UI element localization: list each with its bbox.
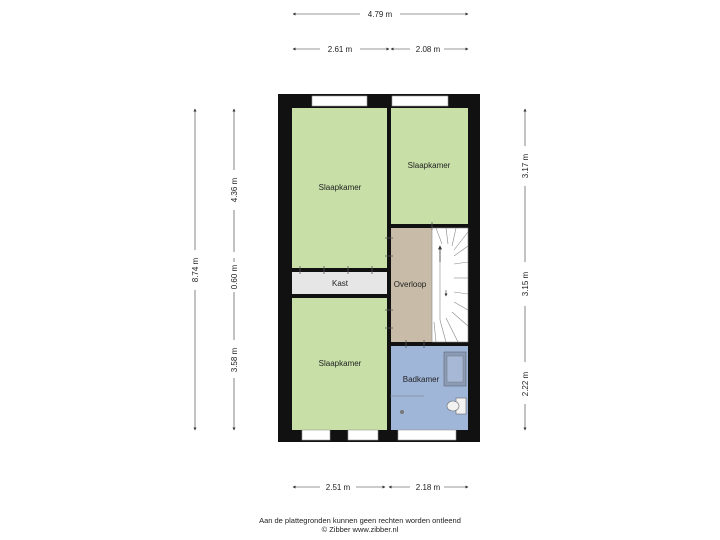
dim-bottom-left: 2.51 m	[326, 483, 351, 492]
stairs	[431, 227, 469, 343]
dim-right-middle: 3.15 m	[521, 271, 530, 296]
toilet-icon	[446, 397, 467, 415]
disclaimer-text: Aan de plattegronden kunnen geen rechten…	[259, 516, 461, 525]
dim-left-upper: 4.36 m	[230, 177, 239, 202]
stair-arrow-icon	[438, 245, 448, 297]
room-slaapkamer-3	[292, 298, 387, 430]
label-badkamer: Badkamer	[403, 375, 440, 384]
dim-right-lower: 2.22 m	[521, 371, 530, 396]
dim-top-right: 2.08 m	[416, 45, 441, 54]
label-kast: Kast	[332, 279, 349, 288]
dimension-left-total: 8.74 m	[191, 108, 200, 431]
room-slaapkamer-1	[292, 108, 387, 268]
dim-left-total: 8.74 m	[191, 257, 200, 282]
label-overloop: Overloop	[394, 280, 427, 289]
dimension-bottom-split: 2.51 m 2.18 m	[292, 483, 469, 492]
dim-top-left: 2.61 m	[328, 45, 353, 54]
room-overloop	[391, 228, 432, 342]
label-slaapkamer-2: Slaapkamer	[408, 161, 451, 170]
dim-left-middle: 0.60 m	[230, 264, 239, 289]
dim-bottom-right: 2.18 m	[416, 483, 441, 492]
inner-walls	[292, 108, 468, 430]
room-stairwell	[432, 228, 468, 342]
room-kast	[292, 272, 387, 294]
dim-left-lower: 3.58 m	[230, 347, 239, 372]
windows	[301, 95, 457, 441]
dimension-top-total: 4.79 m	[292, 10, 469, 19]
dim-top-total: 4.79 m	[368, 10, 393, 19]
dimension-right-split: 3.17 m 3.15 m 2.22 m	[521, 108, 530, 431]
copyright-link[interactable]: © Zibber www.zibber.nl	[321, 525, 399, 534]
dim-right-upper: 3.17 m	[521, 153, 530, 178]
bathtub-icon	[443, 351, 467, 387]
label-slaapkamer-1: Slaapkamer	[319, 183, 362, 192]
dimension-left-split: 4.36 m 0.60 m 3.58 m	[230, 108, 239, 431]
room-slaapkamer-2	[391, 108, 468, 224]
door-markers	[299, 222, 433, 348]
dimension-top-split: 2.61 m 2.08 m	[292, 45, 469, 54]
label-slaapkamer-3: Slaapkamer	[319, 359, 362, 368]
shower-icon	[390, 395, 424, 414]
